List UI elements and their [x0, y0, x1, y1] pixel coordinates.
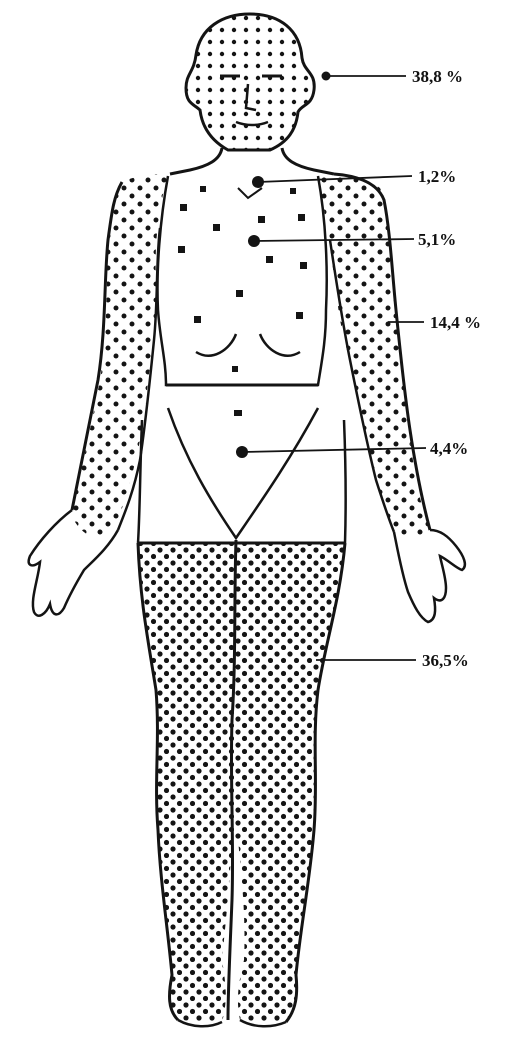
head	[180, 10, 320, 155]
arms-percentage-label: 14,4 %	[430, 313, 481, 332]
legs-percentage-label: 36,5%	[422, 651, 469, 670]
legs	[130, 540, 360, 1030]
neck-percentage-label: 1,2%	[418, 167, 456, 186]
head-percentage-label: 38,8 %	[412, 67, 463, 86]
abdomen-percentage-label: 4,4%	[430, 439, 468, 458]
percentage-labels: 38,8 % 1,2% 5,1% 14,4 % 4,4% 36,5%	[412, 67, 481, 670]
torso	[157, 148, 334, 385]
abdomen	[138, 385, 346, 543]
trunk-percentage-label: 5,1%	[418, 230, 456, 249]
